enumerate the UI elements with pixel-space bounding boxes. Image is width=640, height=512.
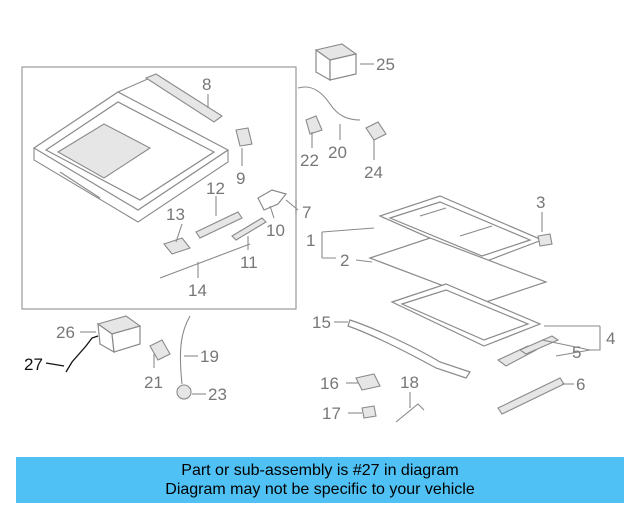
part-11-guide (231, 217, 267, 241)
part-27-hose (65, 335, 99, 373)
callout-11: 11 (240, 253, 258, 272)
part-24-drain (365, 121, 387, 141)
callout-21: 21 (144, 373, 163, 392)
callout-19: 19 (200, 347, 219, 366)
part-13-block (163, 237, 191, 255)
part-10-clip (257, 189, 288, 211)
part-5-bracket-b (518, 335, 560, 355)
callout-6: 6 (576, 375, 585, 394)
callout-25: 25 (376, 55, 395, 74)
callout-1: 1 (306, 231, 315, 250)
part-18-hose (395, 403, 425, 423)
callout-5: 5 (572, 343, 581, 362)
part-20-cable (297, 86, 361, 121)
part-19-tube (179, 315, 191, 385)
callout-18: 18 (400, 373, 419, 392)
callout-12: 12 (206, 179, 225, 198)
callout-10: 10 (266, 221, 285, 240)
part-9-bracket (235, 127, 253, 147)
part-12-guide (195, 211, 243, 239)
part-8-rail (144, 73, 223, 123)
part-26-module (96, 315, 142, 354)
callout-4: 4 (606, 329, 615, 348)
callout-9: 9 (236, 169, 245, 188)
callout-23: 23 (208, 385, 227, 404)
callout-24: 24 (364, 163, 383, 182)
callout-17: 17 (322, 404, 341, 423)
part-25-motor (314, 43, 358, 82)
part-14-rod (159, 243, 251, 279)
part-17-clip (361, 405, 377, 419)
part-3-bolt (537, 233, 553, 247)
callout-3: 3 (536, 193, 545, 212)
banner-line-2: Diagram may not be specific to your vehi… (165, 481, 475, 498)
callout-2: 2 (340, 251, 349, 270)
sunshade-frame (32, 77, 230, 223)
callout-16: 16 (320, 374, 339, 393)
callout-13: 13 (166, 205, 185, 224)
callout-8: 8 (202, 75, 211, 94)
callout-20: 20 (328, 143, 347, 162)
leader-27 (45, 362, 65, 367)
part-6-rail (497, 377, 565, 415)
leader-lines (80, 63, 601, 414)
part-21-clip (149, 339, 171, 361)
callout-14: 14 (188, 281, 207, 300)
subassembly-box (21, 66, 297, 310)
part-4-frame (390, 283, 542, 347)
part-22-clip (305, 115, 323, 135)
part-15-deflector (347, 319, 471, 379)
part-23-grommet (176, 384, 192, 400)
info-banner: Part or sub-assembly is #27 in diagram D… (16, 457, 624, 503)
callout-27: 27 (24, 355, 43, 374)
part-1-glass (378, 195, 544, 263)
callout-26: 26 (56, 323, 75, 342)
callout-22: 22 (300, 151, 319, 170)
callout-7: 7 (302, 203, 311, 222)
part-16-pad (355, 373, 381, 391)
callout-15: 15 (312, 313, 331, 332)
banner-line-1: Part or sub-assembly is #27 in diagram (181, 462, 459, 479)
